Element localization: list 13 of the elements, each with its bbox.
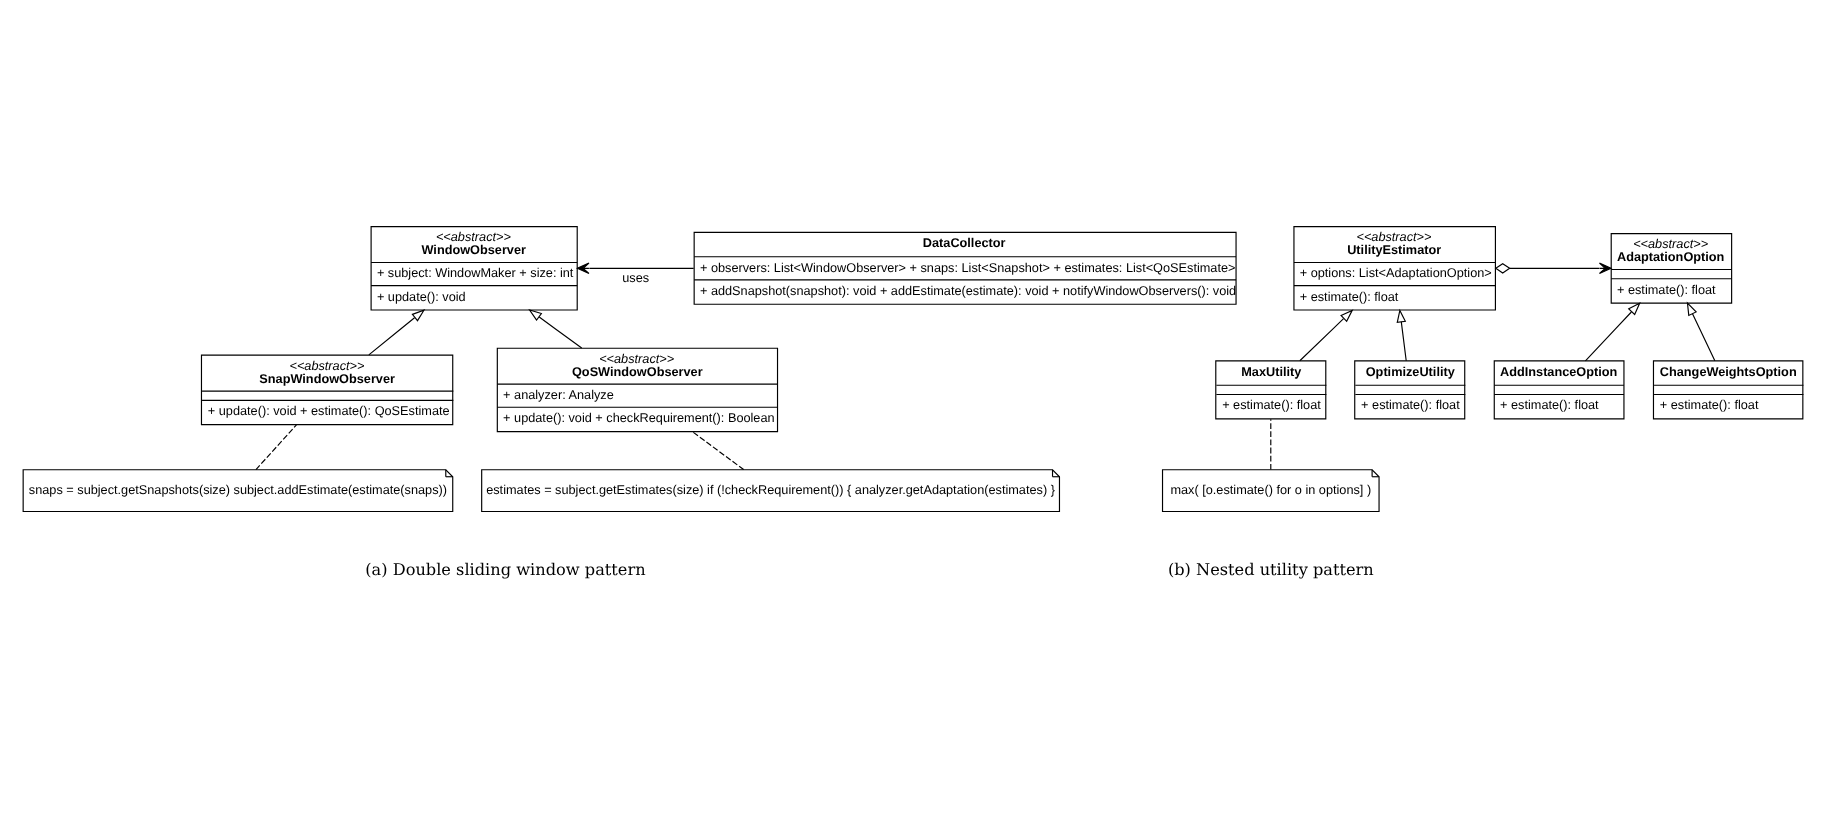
arrow	[1299, 308, 1354, 361]
arrow	[1494, 261, 1612, 274]
connector	[255, 423, 297, 470]
arrow	[576, 261, 695, 274]
arrow	[368, 308, 426, 355]
arrow	[1584, 300, 1641, 361]
label: (a) Double sliding window pattern	[365, 557, 646, 578]
arrow	[1686, 300, 1716, 361]
arrow	[528, 307, 583, 348]
arrow	[1396, 307, 1407, 361]
connector	[691, 430, 745, 470]
label: (b) Nested utility pattern	[1167, 557, 1374, 578]
connector	[1270, 417, 1272, 470]
